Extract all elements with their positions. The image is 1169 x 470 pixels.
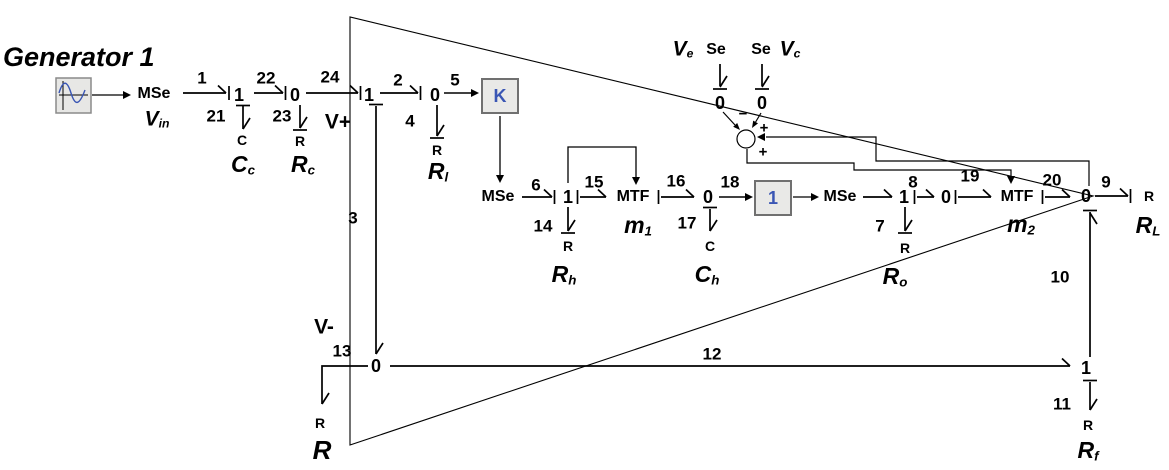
mse-output[interactable]: MSe xyxy=(823,188,857,205)
junction-0-vc[interactable]: 0 xyxy=(756,93,768,113)
param-m1: m1 xyxy=(624,212,652,239)
junction-1-out[interactable]: 1 xyxy=(898,187,910,207)
bond-number-6: 6 xyxy=(531,175,541,195)
bond-number-8: 8 xyxy=(908,172,918,192)
bond-number-1: 1 xyxy=(197,68,207,88)
element-c-hyst[interactable]: C xyxy=(704,238,716,254)
generator-signal-arrow xyxy=(92,91,131,99)
mtf1-modulation-line xyxy=(567,146,640,185)
param-rc: Rc xyxy=(290,151,316,178)
bond-number-16: 16 xyxy=(666,171,686,191)
param-rf: Rf xyxy=(1077,437,1099,464)
se-left[interactable]: Se xyxy=(706,41,726,58)
bond-lines xyxy=(183,64,1132,411)
junction-0-ri[interactable]: 0 xyxy=(429,85,441,105)
bond-number-14: 14 xyxy=(533,216,553,236)
bond-number-3: 3 xyxy=(348,208,358,228)
bond-number-2: 2 xyxy=(393,70,403,90)
mtf-1[interactable]: MTF xyxy=(616,188,650,205)
junction-1-vin[interactable]: 1 xyxy=(233,85,245,105)
vminus-label: V- xyxy=(314,315,334,339)
signal-bonds xyxy=(444,89,819,201)
param-cc: Cc xyxy=(230,151,256,178)
element-r-load[interactable]: R xyxy=(1143,188,1155,204)
param-rh: Rh xyxy=(551,261,577,288)
mtf-2[interactable]: MTF xyxy=(1000,188,1034,205)
bond-number-4: 4 xyxy=(405,111,415,131)
element-r-input[interactable]: R xyxy=(431,142,443,158)
junction-0-cc[interactable]: 0 xyxy=(289,85,301,105)
vplus-label: V+ xyxy=(324,110,352,134)
param-ro: Ro xyxy=(882,263,908,290)
bond-number-22: 22 xyxy=(256,68,276,88)
param-m2: m2 xyxy=(1007,211,1035,238)
bond-number-18: 18 xyxy=(720,172,740,192)
plus-sign-top: + xyxy=(759,119,769,137)
param-ve: Ve xyxy=(672,37,694,61)
element-r-hyst[interactable]: R xyxy=(562,238,574,254)
element-c-comp[interactable]: C xyxy=(236,132,248,148)
sine-generator-icon[interactable] xyxy=(55,77,92,114)
bond-number-10: 10 xyxy=(1050,267,1070,287)
element-r-out[interactable]: R xyxy=(899,240,911,256)
junction-0-ve[interactable]: 0 xyxy=(714,93,726,113)
junction-0-vminus[interactable]: 0 xyxy=(370,356,382,376)
bond-number-20: 20 xyxy=(1042,170,1062,190)
junction-1-hyst[interactable]: 1 xyxy=(562,187,574,207)
bond-number-12: 12 xyxy=(702,344,722,364)
element-r-ground[interactable]: R xyxy=(314,415,326,431)
junction-0-out2[interactable]: 0 xyxy=(940,187,952,207)
bond-number-13: 13 xyxy=(332,341,352,361)
op-amp-triangle-icon xyxy=(349,16,1095,446)
feedback-signal-line xyxy=(757,133,1090,186)
element-r-feedback[interactable]: R xyxy=(1082,417,1094,433)
gain-block-k[interactable]: K xyxy=(481,78,519,114)
bond-number-19: 19 xyxy=(960,166,980,186)
bond-number-15: 15 xyxy=(584,172,604,192)
param-rload: RL xyxy=(1135,212,1161,239)
param-rl: Rl xyxy=(427,158,449,185)
mtf2-modulation-line xyxy=(746,149,1015,184)
junction-1-feedback[interactable]: 1 xyxy=(1080,358,1092,378)
param-vc: Vc xyxy=(779,37,801,61)
bond-number-17: 17 xyxy=(677,213,697,233)
mse-generator[interactable]: MSe xyxy=(137,85,171,102)
plus-sign-bottom: + xyxy=(758,143,768,161)
gain-block-unity[interactable]: 1 xyxy=(754,180,792,216)
bond-number-23: 23 xyxy=(272,106,292,126)
se-right[interactable]: Se xyxy=(751,41,771,58)
junction-0-load[interactable]: 0 xyxy=(1080,186,1092,206)
bond-number-21: 21 xyxy=(206,106,226,126)
mse-hysteresis[interactable]: MSe xyxy=(481,188,515,205)
element-r-comp[interactable]: R xyxy=(294,133,306,149)
bond-number-7: 7 xyxy=(875,216,885,236)
param-rground: R xyxy=(312,435,332,466)
minus-sign: − xyxy=(738,105,748,123)
bond-number-9: 9 xyxy=(1101,172,1111,192)
param-ch: Ch xyxy=(694,261,720,288)
junction-1-vplus[interactable]: 1 xyxy=(363,85,375,105)
junction-0-ch[interactable]: 0 xyxy=(702,187,714,207)
diagram-title: Generator 1 xyxy=(3,42,155,72)
param-vin: Vin xyxy=(144,107,170,131)
bond-number-24: 24 xyxy=(320,67,340,87)
bond-number-11: 11 xyxy=(1053,394,1071,414)
summing-junction-icon xyxy=(722,111,762,149)
bond-number-5: 5 xyxy=(450,70,460,90)
